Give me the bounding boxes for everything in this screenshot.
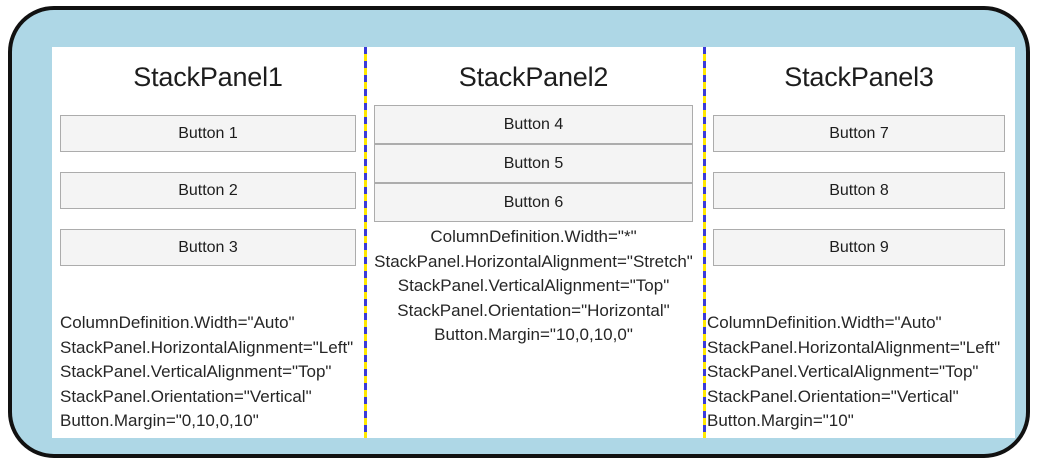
stack-panel-column-1: StackPanel1 Button 1 Button 2 Button 3 C… [52,47,364,438]
panel-heading-1: StackPanel1 [133,62,283,92]
button-2[interactable]: Button 2 [60,172,356,209]
button-9[interactable]: Button 9 [713,229,1005,266]
annotation-column-2: ColumnDefinition.Width="*" StackPanel.Ho… [364,225,703,348]
button-7[interactable]: Button 7 [713,115,1005,152]
stack-panel-1-buttons: Button 1 Button 2 Button 3 [60,105,356,276]
panel-heading-2: StackPanel2 [458,62,609,92]
content-panel: StackPanel1 Button 1 Button 2 Button 3 C… [52,47,1015,438]
button-4[interactable]: Button 4 [374,105,693,144]
annotation-line: StackPanel.Orientation="Horizontal" [397,300,670,320]
annotation-line: Button.Margin="10" [707,411,854,431]
panel-heading-3: StackPanel3 [784,62,934,92]
stack-panel-column-3: StackPanel3 Button 7 Button 8 Button 9 C… [703,47,1015,438]
stack-panel-3-buttons: Button 7 Button 8 Button 9 [703,105,1015,276]
annotation-line: StackPanel.HorizontalAlignment="Stretch" [374,251,693,271]
stack-panel-2-buttons: Button 4 Button 5 Button 6 [374,105,693,222]
button-6[interactable]: Button 6 [374,183,693,222]
annotation-line: Button.Margin="10,0,10,0" [434,325,633,345]
annotation-line: ColumnDefinition.Width="Auto" [60,313,295,332]
button-8[interactable]: Button 8 [713,172,1005,209]
button-3[interactable]: Button 3 [60,229,356,266]
annotation-line: StackPanel.VerticalAlignment="Top" [60,362,332,382]
stack-panel-column-2: StackPanel2 Button 4 Button 5 Button 6 C… [364,47,703,438]
annotation-line: StackPanel.Orientation="Vertical" [60,386,312,406]
annotation-line: StackPanel.Orientation="Vertical" [707,386,959,406]
column-divider-2 [703,47,706,438]
button-1[interactable]: Button 1 [60,115,356,152]
annotation-line: StackPanel.HorizontalAlignment="Left" [707,337,1001,357]
outer-frame: StackPanel1 Button 1 Button 2 Button 3 C… [8,6,1030,458]
annotation-line: ColumnDefinition.Width="Auto" [707,313,942,332]
annotation-line: StackPanel.HorizontalAlignment="Left" [60,337,354,357]
annotation-line: Button.Margin="0,10,0,10" [60,411,259,431]
annotation-line: StackPanel.VerticalAlignment="Top" [707,362,979,382]
annotation-column-1: ColumnDefinition.Width="Auto" StackPanel… [60,311,353,434]
annotation-column-3: ColumnDefinition.Width="Auto" StackPanel… [707,311,1000,434]
column-divider-1 [364,47,367,438]
annotation-line: StackPanel.VerticalAlignment="Top" [397,276,670,296]
grid-layout: StackPanel1 Button 1 Button 2 Button 3 C… [52,47,1015,438]
button-5[interactable]: Button 5 [374,144,693,183]
annotation-line: ColumnDefinition.Width="*" [430,227,637,246]
